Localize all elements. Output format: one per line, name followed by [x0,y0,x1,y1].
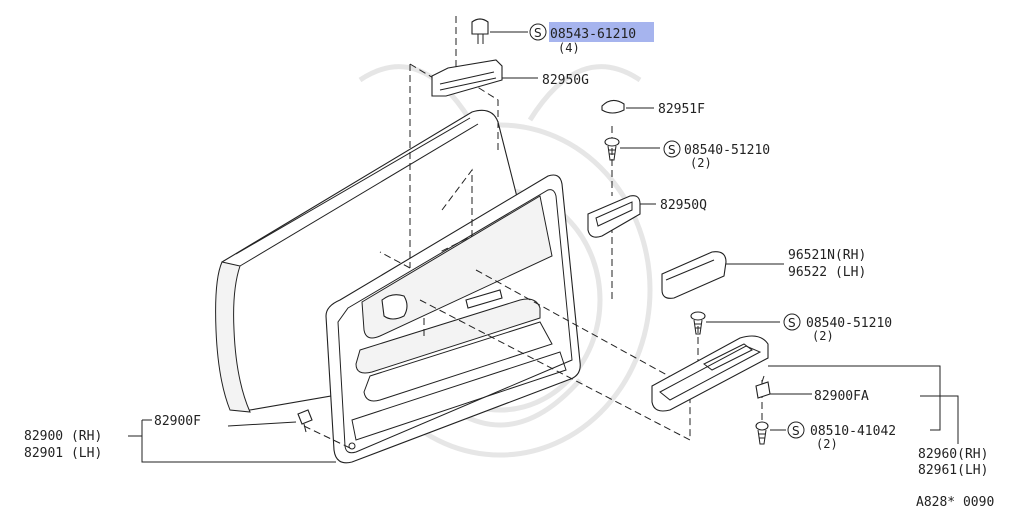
callout-screw-lower[interactable]: S 08540-51210 (2) [783,313,892,343]
part-number-label: 82900FA [814,389,869,404]
screw-mid-icon [604,137,620,161]
callout-handle-bracket[interactable]: 82950G [542,73,589,88]
text-selection-highlight [549,22,654,42]
part-number-label: 08540-51210 [684,143,770,158]
part-number-rh-label: 82900 (RH) [24,429,102,444]
callout-clip-fa[interactable]: 82900FA [814,389,869,404]
quantity-label: (4) [558,41,580,55]
part-number-label: 82950Q [660,198,707,213]
leader-lines [128,31,959,463]
screw-bottom-icon [755,421,769,445]
callout-pull-cup[interactable]: 82950Q [660,198,707,213]
handle-bracket-part [431,59,503,97]
diagram-code-label: A828* 0090 [916,495,994,510]
door-trim-panel [325,174,581,464]
part-number-label: 82950G [542,73,589,88]
part-number-lh-label: 82901 (LH) [24,446,102,461]
screw-lower-icon [690,311,706,335]
s-symbol-icon [787,421,805,439]
s-symbol-text: S [534,26,542,40]
quantity-label: (2) [812,329,834,343]
screw-top-icon [471,18,489,44]
clip-f-part [297,409,313,433]
part-number-label: 08540-51210 [806,316,892,331]
callout-clip-f[interactable]: 82900F [154,414,201,429]
part-number-rh-label: 96521N(RH) [788,248,866,263]
part-number-label: 82951F [658,102,705,117]
part-number-rh-label: 82960(RH) [918,447,988,462]
part-number-label: 08543-61210 [550,27,636,42]
part-number-lh-label: 96522 (LH) [788,265,866,280]
quantity-label: (2) [816,437,838,451]
callout-switch-finisher[interactable]: 96521N(RH) 96522 (LH) [788,248,866,280]
s-symbol-icon [783,313,801,331]
part-number-lh-label: 82961(LH) [918,463,988,478]
armrest-part [651,335,769,412]
callout-door-trim[interactable]: 82900 (RH) 82901 (LH) [24,429,102,461]
callout-cap[interactable]: 82951F [658,102,705,117]
clip-fa-part [755,375,771,399]
s-symbol-text: S [792,424,800,438]
switch-finisher-part [661,251,727,299]
quantity-label: (2) [690,156,712,170]
pull-cup-part [587,195,641,238]
callout-screw-mid[interactable]: S 08540-51210 (2) [663,140,770,170]
callout-screw-bottom[interactable]: S 08510-41042 (2) [787,421,896,451]
s-symbol-text: S [668,143,676,157]
cap-part [601,99,625,114]
callout-screw-top[interactable]: S 08543-61210 (4) [529,22,654,55]
callout-armrest[interactable]: 82960(RH) 82961(LH) [918,447,988,478]
s-symbol-icon [529,23,547,41]
part-number-label: 82900F [154,414,201,429]
part-number-label: 08510-41042 [810,424,896,439]
s-symbol-icon [663,140,681,158]
s-symbol-text: S [788,316,796,330]
